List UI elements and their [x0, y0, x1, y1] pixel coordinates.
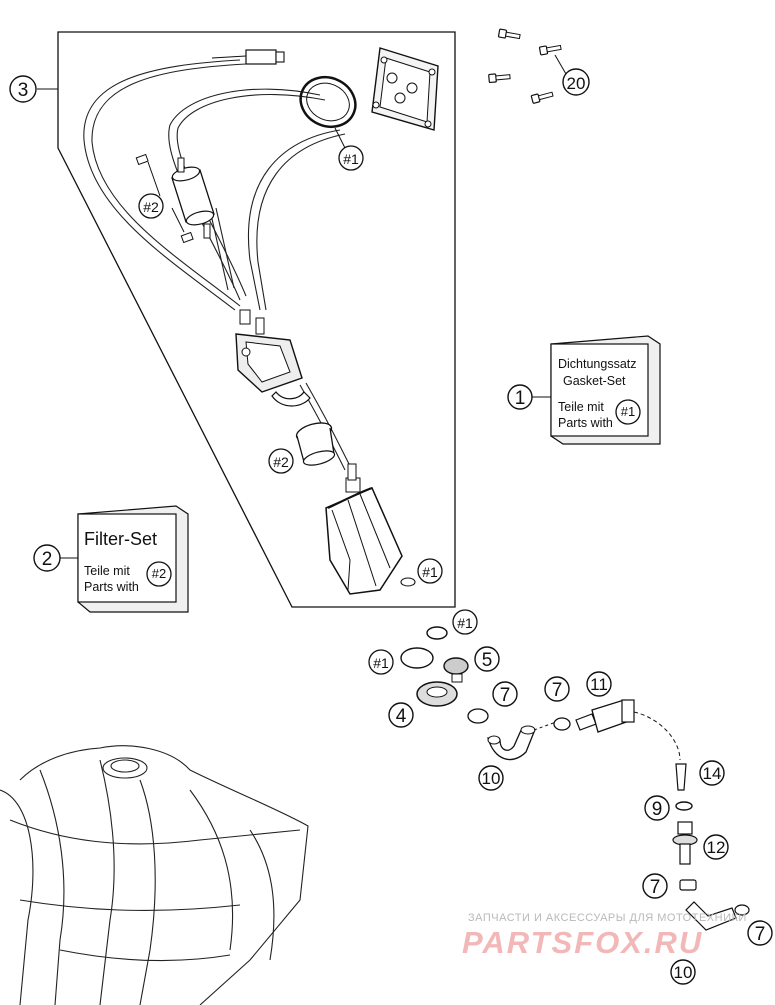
- callout-7-b: 7: [544, 676, 570, 702]
- hose-clamp-c: [679, 879, 697, 891]
- fuel-hoses: [83, 59, 352, 471]
- callout-3: 3: [9, 75, 37, 103]
- callout-10-b: 10: [670, 959, 696, 985]
- callout-5-text: 5: [482, 650, 493, 671]
- ref1-pump-text: #1: [422, 564, 438, 580]
- callout-10-b-text: 10: [674, 963, 693, 982]
- watermark-tagline: ЗАПЧАСТИ И АКСЕССУАРЫ ДЛЯ МОТОТЕХНИКИ: [468, 912, 747, 924]
- callout-10-a-text: 10: [482, 769, 501, 788]
- filter-set-box: [77, 505, 189, 613]
- seal-rings: [400, 626, 469, 707]
- callout-1-text: 1: [515, 388, 526, 409]
- callout-7-c-text: 7: [650, 877, 661, 898]
- pump-filter-sleeve: [295, 422, 336, 466]
- callout-11-text: 11: [590, 675, 608, 694]
- filter-box-ref: #2: [151, 566, 167, 581]
- callout-5: 5: [474, 646, 500, 672]
- hose-clamp-a: [467, 708, 489, 724]
- filter-set-parts: Teile mit Parts with: [84, 563, 139, 595]
- o-ring: [675, 801, 693, 811]
- hose-nozzle: [672, 821, 698, 865]
- filter-box-ref-circle: [146, 561, 172, 587]
- callout-9-text: 9: [652, 799, 663, 820]
- callout-7-b-text: 7: [552, 680, 563, 701]
- callout-1: 1: [507, 384, 533, 410]
- watermark-logo: PARTSFOX.RU: [462, 925, 704, 960]
- callout-2: 2: [33, 544, 61, 572]
- callout-4: 4: [388, 702, 414, 728]
- quick-coupling: [575, 699, 635, 733]
- callout-12-text: 12: [707, 838, 726, 857]
- callout-9: 9: [644, 795, 670, 821]
- ref1-top-text: #1: [343, 151, 359, 167]
- fuel-pump: [325, 463, 416, 595]
- callout-ref2-filter: #2: [138, 193, 164, 219]
- filter-parts-en: Parts with: [84, 580, 139, 594]
- gasket-parts-en: Parts with: [558, 416, 613, 430]
- gasket-set-title: Dichtungssatz Gasket-Set: [558, 356, 637, 390]
- elbow-hose-a: [487, 725, 536, 761]
- gasket-title-de: Dichtungssatz: [558, 357, 637, 371]
- callout-11: 11: [586, 671, 612, 697]
- pump-holder: [235, 309, 311, 407]
- fuel-tank: [0, 745, 309, 1005]
- callout-ref2-sleeve: #2: [268, 448, 294, 474]
- tank-flange-cover: [371, 47, 439, 131]
- callout-7-a: 7: [492, 681, 518, 707]
- callout-ref1-pump: #1: [417, 558, 443, 584]
- filter-set-title: Filter-Set: [84, 529, 158, 549]
- gasket-box-ref: #1: [620, 404, 636, 419]
- callout-10-a: 10: [478, 765, 504, 791]
- screws: [488, 28, 563, 105]
- filter-insert: [675, 763, 687, 791]
- callout-2-text: 2: [42, 549, 53, 570]
- hose-clips: [135, 153, 194, 244]
- callout-12: 12: [703, 834, 729, 860]
- callout-7-d-text: 7: [755, 924, 766, 945]
- callout-20-text: 20: [567, 74, 586, 93]
- elbow-hose-b: [685, 901, 750, 931]
- callout-ref1-seal-a: #1: [452, 609, 478, 635]
- gasket-box-ref-circle: [615, 399, 641, 425]
- wiring-connector: [211, 49, 285, 65]
- flange-gasket: [299, 75, 357, 129]
- hose-clamp-b: [553, 717, 571, 731]
- filter-parts-de: Teile mit: [84, 564, 130, 578]
- gasket-title-en: Gasket-Set: [563, 374, 626, 388]
- callout-14-text: 14: [703, 764, 722, 783]
- callout-20: 20: [562, 68, 590, 96]
- ref2-filter-text: #2: [143, 199, 159, 215]
- gasket-set-parts: Teile mit Parts with: [558, 399, 613, 431]
- callout-ref1-seal-b: #1: [368, 649, 394, 675]
- ref2-sleeve-text: #2: [273, 454, 289, 470]
- inline-fuel-filter: [171, 157, 215, 239]
- callout-7-a-text: 7: [500, 685, 511, 706]
- callout-4-text: 4: [396, 706, 407, 727]
- gasket-parts-de: Teile mit: [558, 400, 604, 414]
- ref1-seal-a-text: #1: [457, 615, 473, 631]
- callout-7-c: 7: [642, 873, 668, 899]
- callout-ref1-top: #1: [338, 145, 364, 171]
- ref1-seal-b-text: #1: [373, 655, 389, 671]
- callout-3-text: 3: [18, 80, 29, 101]
- fuel-pump-assembly-outline: [57, 31, 456, 608]
- callout-14: 14: [699, 760, 725, 786]
- callout-7-d: 7: [747, 920, 773, 946]
